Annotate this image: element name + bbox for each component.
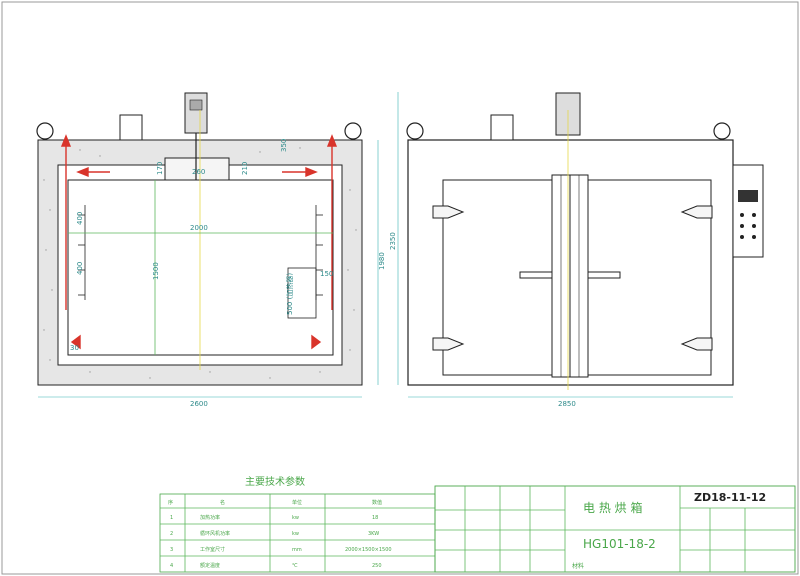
right-front-view: 2850 2350 (389, 92, 764, 408)
control-box (732, 164, 764, 258)
dim-fan-height: 170 (156, 162, 164, 175)
product-name: 电 热 烘 箱 (583, 500, 642, 515)
lifting-eye-left (36, 122, 54, 140)
th-name: 名 (220, 499, 225, 506)
cell-name: 额定温度 (200, 562, 220, 569)
cell-value: 18 (372, 515, 378, 521)
dim-fan-side: 210 (241, 162, 249, 175)
material-label: 材料 (572, 562, 584, 570)
drawing-number: ZD18-11-12 (694, 491, 766, 504)
dim-inner-height: 1500 (152, 262, 160, 280)
door-hinges (432, 205, 713, 351)
left-section-view: 2600 2000 1500 1980 170 260 210 350 400 … (36, 92, 386, 408)
cell-no: 4 (170, 563, 173, 569)
th-no: 序 (168, 499, 173, 506)
inner-chamber (67, 179, 334, 356)
table-title: 主要技术参数 (245, 475, 305, 488)
th-value: 数值 (372, 499, 382, 506)
cell-no: 2 (170, 531, 173, 537)
front-eye-left (406, 122, 424, 140)
fan-motor (184, 92, 208, 134)
cell-no: 3 (170, 547, 173, 553)
dim-rack-upper: 400 (76, 212, 84, 225)
front-exhaust (490, 114, 514, 141)
door-handles (519, 271, 621, 279)
airflow-arrows (60, 134, 338, 350)
model-number: HG101-18-2 (583, 537, 656, 551)
dim-rack-lower: 400 (76, 262, 84, 275)
dim-inner-width: 2000 (190, 224, 208, 232)
cell-unit: mm (292, 547, 302, 553)
cell-value: 3KW (368, 531, 379, 537)
dim-outer-height: 1980 (378, 252, 386, 270)
cell-unit: kw (292, 531, 299, 537)
dim-fan-width: 260 (192, 168, 205, 176)
dim-front-width: 2850 (558, 400, 576, 408)
cell-value: 250 (372, 563, 382, 569)
parameter-table: 主要技术参数 序 名 单位 数值 1 加热功率 kw 18 2 循环风机功率 k… (159, 475, 436, 573)
cell-no: 1 (170, 515, 173, 521)
title-block: 电 热 烘 箱 HG101-18-2 ZD18-11-12 材料 (434, 485, 796, 573)
dim-total-width: 2600 (190, 400, 208, 408)
insulated-shell (37, 139, 363, 386)
cell-name: 加热功率 (200, 514, 220, 521)
dim-top-wall: 350 (280, 139, 288, 152)
cell-name: 循环风机功率 (200, 530, 230, 537)
cell-value: 2000×1500×1500 (345, 547, 392, 553)
rack-left (78, 205, 86, 300)
dim-front-height: 2350 (389, 232, 397, 250)
heater-box (287, 267, 317, 319)
fan-housing (164, 157, 230, 181)
dim-heater-offset: 150 (320, 270, 333, 278)
cell-unit: kw (292, 515, 299, 521)
lifting-eye-right (344, 122, 362, 140)
exhaust-stack (119, 114, 143, 141)
th-unit: 单位 (292, 499, 302, 506)
control-buttons (740, 213, 756, 239)
front-eye-right (713, 122, 731, 140)
control-display (738, 190, 758, 202)
dim-bottom-gap: 30 (70, 344, 79, 352)
dim-heater-note: 500 (加热器) (285, 273, 294, 315)
cell-unit: ℃ (292, 563, 298, 569)
insulation-texture (43, 147, 357, 379)
cell-name: 工作室尺寸 (200, 546, 225, 553)
